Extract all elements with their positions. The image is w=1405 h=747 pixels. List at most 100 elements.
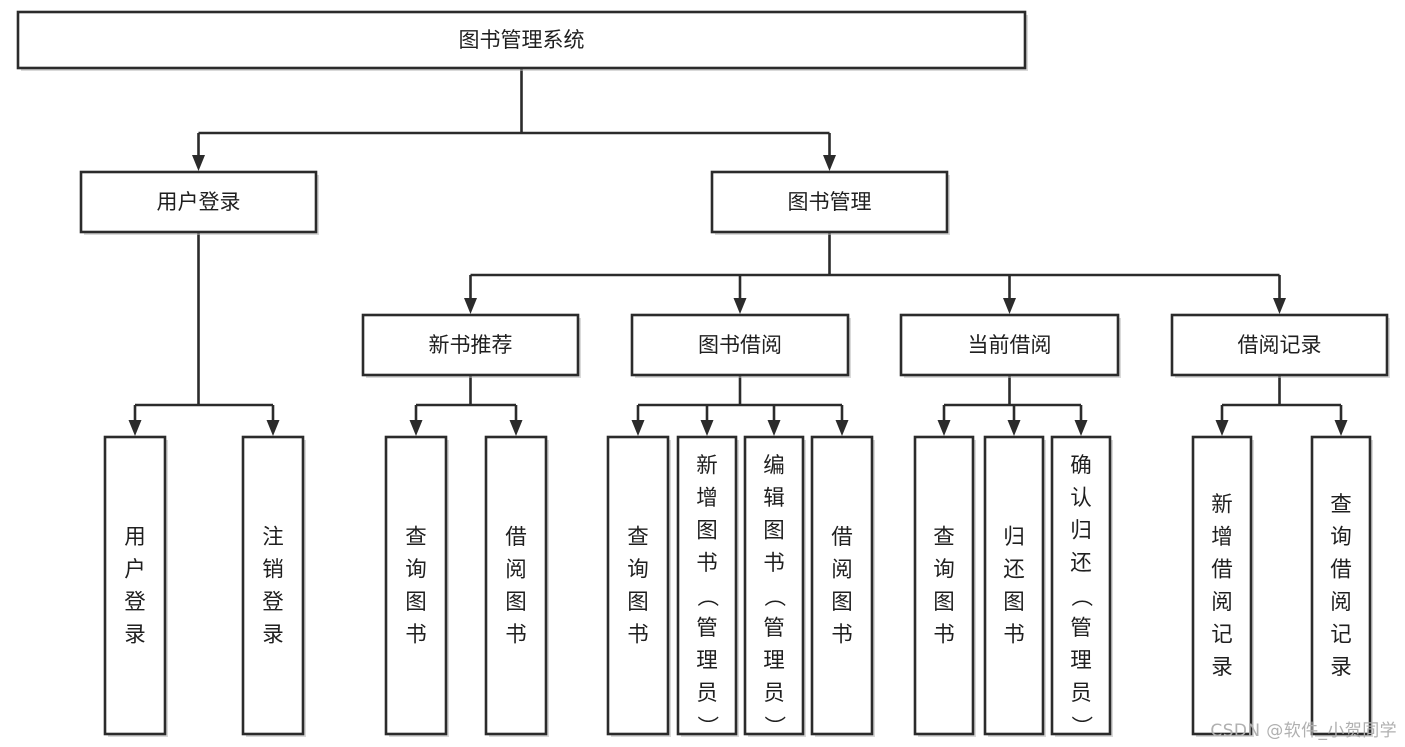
arrow-head-icon xyxy=(1273,298,1286,314)
node-label-char: 管 xyxy=(763,616,785,641)
arrow-head-icon xyxy=(464,298,477,314)
node-current-borrow[interactable]: 当前借阅 xyxy=(899,313,1121,378)
node-book-borrow[interactable]: 图书借阅 xyxy=(630,313,851,378)
node-box[interactable] xyxy=(16,10,1027,70)
node-label-char: 确 xyxy=(1070,453,1092,478)
node-label: 当前借阅 xyxy=(968,333,1052,357)
node-label-char: 录 xyxy=(1211,655,1233,680)
connector-group-root xyxy=(192,68,836,171)
node-label-char: 归 xyxy=(1070,518,1092,543)
node-label-char: 查 xyxy=(405,525,427,550)
node-box[interactable] xyxy=(1310,435,1372,736)
node-box[interactable] xyxy=(913,435,975,736)
node-label-char: 阅 xyxy=(1330,590,1352,615)
node-label-char: 归 xyxy=(1003,525,1025,550)
node-box[interactable] xyxy=(606,435,670,736)
node-label-char: （ xyxy=(1068,585,1093,607)
node-box[interactable] xyxy=(630,313,850,377)
node-label-char: 理 xyxy=(696,648,718,673)
node-box[interactable] xyxy=(743,435,805,736)
node-label: 借阅记录 xyxy=(1238,333,1322,357)
node-label-char: （ xyxy=(761,585,786,607)
node-label-char: 书 xyxy=(696,551,718,576)
node-label-char: 编 xyxy=(763,453,785,478)
node-box[interactable] xyxy=(1170,313,1389,377)
node-box[interactable] xyxy=(79,170,318,234)
connector-group-current-borrow xyxy=(937,375,1088,436)
node-label: 新书推荐 xyxy=(429,333,513,357)
node-book-manage[interactable]: 图书管理 xyxy=(710,170,950,235)
node-label-char: 用 xyxy=(124,525,146,550)
node-box[interactable] xyxy=(241,435,305,736)
node-label-char: 书 xyxy=(405,622,427,647)
node-label-char: 图 xyxy=(763,518,785,543)
arrow-head-icon xyxy=(1334,420,1348,436)
node-label-char: 书 xyxy=(505,622,527,647)
node-box[interactable] xyxy=(810,435,874,736)
node-label-char: 增 xyxy=(1211,525,1233,550)
node-label-char: 图 xyxy=(627,590,649,615)
node-boxes-layer: 图书管理系统用户登录图书管理新书推荐图书借阅当前借阅借阅记录用户登录注销登录查询… xyxy=(16,10,1390,737)
node-box[interactable] xyxy=(1191,435,1253,736)
node-box[interactable] xyxy=(361,313,580,377)
arrow-head-icon xyxy=(937,420,951,436)
node-new-book-recommend[interactable]: 新书推荐 xyxy=(361,313,581,378)
node-label-char: 管 xyxy=(696,616,718,641)
node-box[interactable] xyxy=(676,435,738,736)
node-label-char: 还 xyxy=(1003,557,1025,582)
node-label-char: ） xyxy=(694,715,719,737)
node-label-char: 销 xyxy=(262,557,284,582)
connector-group-user-login xyxy=(128,232,280,436)
node-box[interactable] xyxy=(484,435,548,736)
node-root[interactable]: 图书管理系统 xyxy=(16,10,1028,71)
node-label-char: 管 xyxy=(1070,616,1092,641)
arrow-head-icon xyxy=(700,420,714,436)
node-label-char: ） xyxy=(761,715,786,737)
node-label-char: 户 xyxy=(124,557,146,582)
arrow-head-icon xyxy=(631,420,645,436)
node-label-char: 书 xyxy=(1003,622,1025,647)
node-label-char: 图 xyxy=(933,590,955,615)
node-label-char: 录 xyxy=(262,622,284,647)
node-box[interactable] xyxy=(1050,435,1112,736)
node-box[interactable] xyxy=(983,435,1045,736)
node-label-char: 理 xyxy=(763,648,785,673)
node-label-char: 书 xyxy=(831,622,853,647)
node-label-char: 询 xyxy=(627,557,649,582)
node-box[interactable] xyxy=(103,435,167,736)
node-label-char: 借 xyxy=(1211,557,1233,582)
node-label-char: 员 xyxy=(1070,681,1092,706)
arrow-head-icon xyxy=(192,155,205,171)
node-box[interactable] xyxy=(384,435,448,736)
node-user-login[interactable]: 用户登录 xyxy=(79,170,319,235)
node-label-char: 录 xyxy=(1330,655,1352,680)
node-label-char: 阅 xyxy=(831,557,853,582)
node-label-char: 借 xyxy=(505,525,527,550)
arrow-head-icon xyxy=(1007,420,1021,436)
node-label-char: 图 xyxy=(505,590,527,615)
node-label-char: 登 xyxy=(262,590,284,615)
node-borrow-record[interactable]: 借阅记录 xyxy=(1170,313,1390,378)
node-label-char: 阅 xyxy=(505,557,527,582)
node-label-char: 辑 xyxy=(763,486,785,511)
node-label: 图书管理系统 xyxy=(459,28,585,52)
connector-group-borrow-record xyxy=(1215,375,1348,436)
node-label-char: 借 xyxy=(1330,557,1352,582)
node-box[interactable] xyxy=(710,170,949,234)
node-leaf-user-login[interactable]: 用户登录 xyxy=(103,435,168,737)
node-box[interactable] xyxy=(899,313,1120,377)
